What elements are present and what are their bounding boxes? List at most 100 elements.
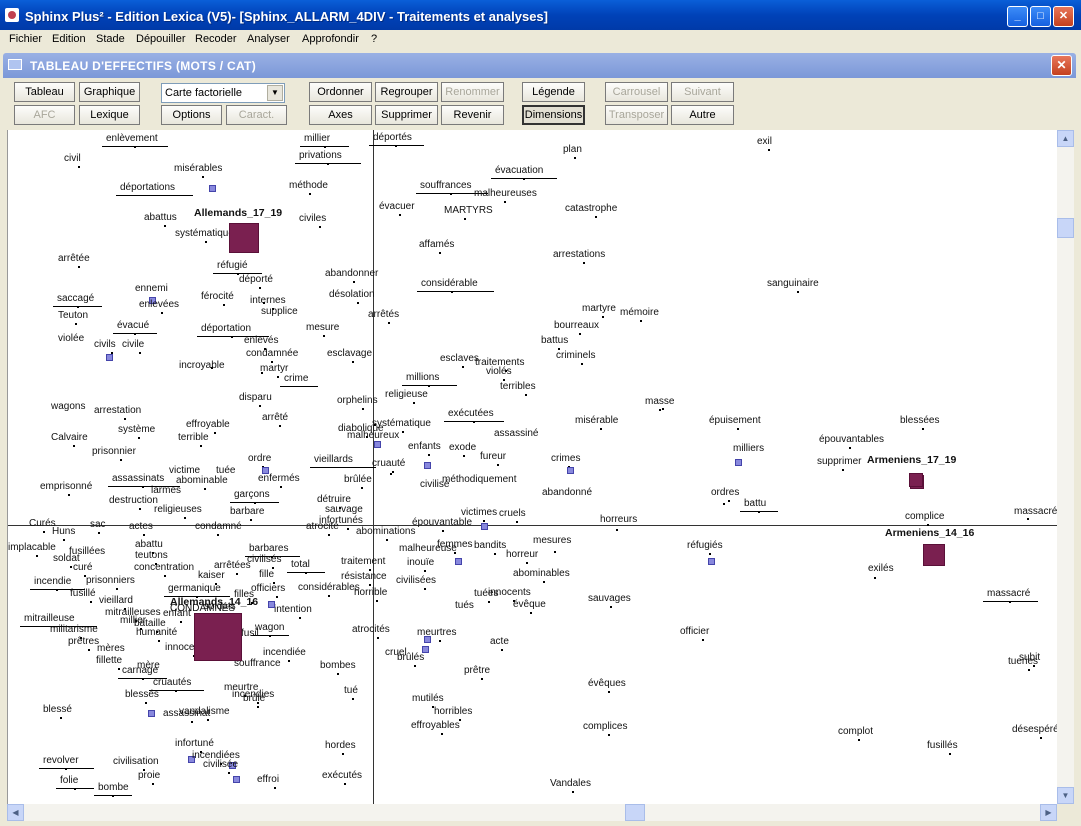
- map-word-label[interactable]: proie: [138, 770, 161, 781]
- map-word-label[interactable]: épouvantable: [412, 517, 473, 528]
- word-point-square[interactable]: [233, 776, 240, 783]
- map-word-label[interactable]: femmes: [437, 539, 473, 550]
- map-word-label[interactable]: subit: [1019, 652, 1041, 663]
- word-point-dot[interactable]: [639, 320, 642, 322]
- category-point-square[interactable]: [923, 544, 945, 566]
- map-word-label[interactable]: esclavage: [327, 348, 373, 359]
- lexique-button[interactable]: Lexique: [79, 105, 140, 125]
- map-word-label[interactable]: martyr: [260, 363, 289, 374]
- map-word-label[interactable]: bandits: [474, 540, 507, 551]
- word-point-dot[interactable]: [133, 333, 136, 335]
- word-point-dot[interactable]: [308, 193, 311, 195]
- map-word-label[interactable]: épouvantables: [819, 434, 885, 445]
- word-point-dot[interactable]: [390, 473, 392, 475]
- map-word-label[interactable]: concentration: [134, 562, 195, 573]
- map-word-label[interactable]: effroi: [257, 774, 280, 785]
- map-word-label[interactable]: blessées: [900, 415, 940, 426]
- word-point-dot[interactable]: [557, 348, 560, 350]
- map-word-label[interactable]: système: [118, 424, 156, 435]
- word-point-dot[interactable]: [250, 602, 253, 604]
- word-point-dot[interactable]: [271, 556, 274, 558]
- map-word-label[interactable]: battu: [744, 498, 767, 509]
- word-point-dot[interactable]: [515, 521, 518, 523]
- word-point-square[interactable]: [148, 710, 155, 717]
- word-point-dot[interactable]: [441, 733, 443, 735]
- map-word-label[interactable]: Teuton: [58, 310, 89, 321]
- map-word-label[interactable]: tuées: [474, 588, 499, 599]
- map-word-label[interactable]: assassinat: [163, 708, 211, 719]
- map-word-label[interactable]: évêques: [588, 678, 626, 689]
- category-point-square[interactable]: [194, 613, 242, 661]
- map-word-label[interactable]: religieuse: [385, 389, 428, 400]
- word-point-dot[interactable]: [269, 635, 271, 637]
- word-point-dot[interactable]: [709, 553, 712, 555]
- word-point-dot[interactable]: [138, 352, 141, 354]
- map-word-label[interactable]: emprisonné: [40, 481, 93, 492]
- word-point-dot[interactable]: [231, 336, 233, 338]
- map-word-label[interactable]: Calvaire: [51, 432, 88, 443]
- map-word-label[interactable]: terrible: [178, 432, 209, 443]
- map-word-label[interactable]: bourreaux: [554, 320, 600, 331]
- map-word-label[interactable]: traitements: [475, 357, 525, 368]
- map-word-label[interactable]: kaiser: [198, 570, 225, 581]
- word-point-dot[interactable]: [737, 428, 739, 430]
- word-point-dot[interactable]: [463, 455, 465, 457]
- map-word-label[interactable]: esclaves: [440, 353, 479, 364]
- map-word-label[interactable]: abattu: [135, 539, 163, 550]
- menu-edition[interactable]: Edition: [52, 33, 86, 45]
- category-label[interactable]: Allemands_17_19: [194, 207, 283, 219]
- chevron-down-icon[interactable]: ▼: [267, 85, 283, 101]
- map-word-label[interactable]: sauvages: [588, 593, 631, 604]
- map-word-label[interactable]: infortuné: [175, 738, 214, 749]
- word-point-dot[interactable]: [362, 408, 365, 410]
- word-point-dot[interactable]: [849, 447, 851, 449]
- map-word-label[interactable]: méthode: [289, 180, 328, 191]
- map-word-label[interactable]: civilisation: [113, 756, 159, 767]
- map-word-label[interactable]: implacable: [8, 542, 56, 553]
- word-point-square[interactable]: [708, 558, 715, 565]
- word-point-dot[interactable]: [659, 409, 661, 411]
- scroll-down-icon[interactable]: ▼: [1057, 787, 1074, 804]
- map-word-label[interactable]: civile: [122, 339, 145, 350]
- horizontal-scrollbar[interactable]: ◀ ▶: [7, 804, 1057, 821]
- word-point-dot[interactable]: [65, 768, 68, 770]
- word-point-dot[interactable]: [529, 612, 532, 614]
- word-point-dot[interactable]: [142, 486, 144, 488]
- word-point-dot[interactable]: [68, 494, 70, 496]
- word-point-dot[interactable]: [196, 596, 198, 598]
- map-word-label[interactable]: bombe: [98, 782, 129, 793]
- map-word-label[interactable]: réfugiés: [687, 540, 723, 551]
- map-word-label[interactable]: curé: [73, 562, 93, 573]
- map-word-label[interactable]: prêtres: [68, 636, 100, 647]
- word-point-dot[interactable]: [377, 637, 380, 639]
- word-point-dot[interactable]: [175, 690, 178, 692]
- map-word-label[interactable]: enfant: [163, 608, 191, 619]
- map-word-label[interactable]: mesure: [306, 322, 340, 333]
- word-point-dot[interactable]: [124, 608, 127, 610]
- map-word-label[interactable]: fusillé: [70, 588, 96, 599]
- map-word-label[interactable]: mitrailleuse: [24, 613, 75, 624]
- word-point-dot[interactable]: [504, 201, 506, 203]
- map-word-label[interactable]: criminels: [556, 350, 596, 361]
- word-point-dot[interactable]: [451, 291, 453, 293]
- word-point-dot[interactable]: [257, 702, 260, 704]
- map-word-label[interactable]: Curés: [29, 518, 56, 529]
- map-word-label[interactable]: MARTYRS: [444, 205, 493, 216]
- map-word-label[interactable]: religieuses: [154, 504, 202, 515]
- word-point-dot[interactable]: [607, 691, 610, 693]
- map-word-label[interactable]: crimes: [551, 453, 581, 464]
- word-point-dot[interactable]: [305, 572, 307, 574]
- map-word-label[interactable]: cruel: [385, 647, 407, 658]
- map-word-label[interactable]: barbare: [230, 506, 265, 517]
- word-point-dot[interactable]: [543, 581, 545, 583]
- word-point-dot[interactable]: [223, 304, 226, 306]
- map-word-label[interactable]: inouïe: [407, 557, 435, 568]
- map-word-label[interactable]: abandonné: [542, 487, 593, 498]
- word-point-dot[interactable]: [253, 502, 256, 504]
- map-word-label[interactable]: diabolique: [338, 423, 384, 434]
- map-word-label[interactable]: horribles: [434, 706, 473, 717]
- word-point-square[interactable]: [106, 354, 113, 361]
- word-point-dot[interactable]: [273, 787, 276, 789]
- word-point-dot[interactable]: [424, 588, 426, 590]
